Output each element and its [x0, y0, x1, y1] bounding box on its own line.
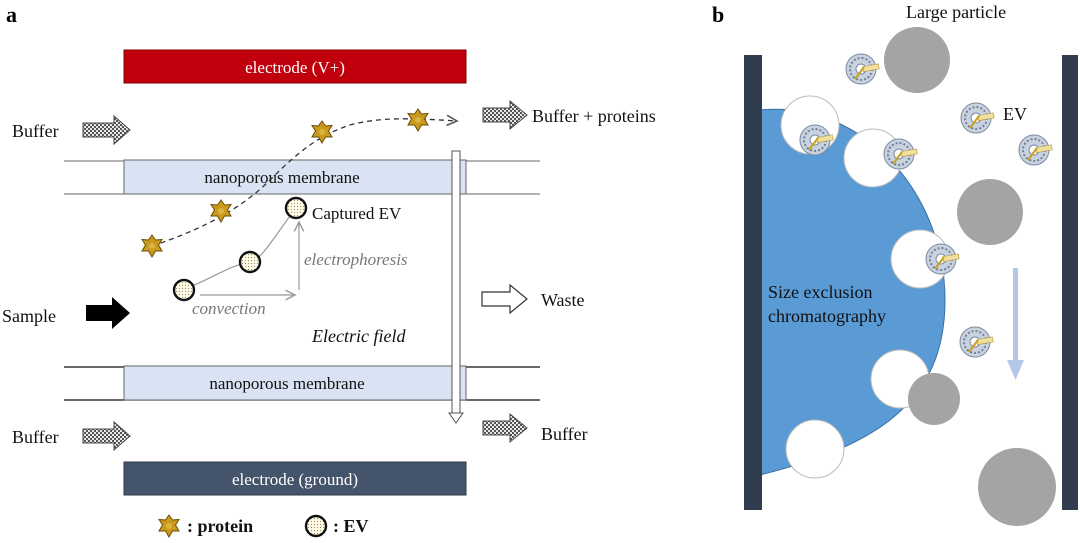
convection-label: convection [192, 299, 266, 318]
column-wall-left [744, 55, 762, 510]
large-particle [908, 373, 960, 425]
buffer-in-bottom-arrow [82, 420, 131, 452]
out-top-arrow [482, 99, 528, 131]
legend-ev-icon [304, 514, 328, 538]
sample-in-label: Sample [2, 306, 56, 326]
large-particle-label: Large particle [906, 2, 1006, 22]
captured-ev-label: Captured EV [312, 204, 402, 223]
captured-ev-marker [284, 196, 308, 220]
electrode-bottom [123, 461, 467, 496]
out-top-label: Buffer + proteins [532, 106, 656, 126]
membrane-top-label: nanoporous membrane [204, 168, 359, 187]
buffer-in-top-label: Buffer [12, 121, 59, 141]
membrane-top [123, 159, 467, 195]
large-particle [884, 27, 950, 93]
electrode-top [123, 49, 467, 84]
buffer-in-bottom-label: Buffer [12, 427, 59, 447]
out-bottom-arrow [482, 412, 528, 444]
sec-label-line2: chromatography [768, 306, 886, 326]
protein-marker [311, 120, 333, 144]
out-middle-label: Waste [541, 290, 585, 310]
ev-marker [172, 278, 196, 302]
sample-in-arrow [86, 297, 130, 329]
out-bottom-label: Buffer [541, 424, 588, 444]
electric-field-label: Electric field [311, 326, 406, 346]
ev-path [183, 207, 297, 290]
ev-icon [1018, 134, 1054, 166]
membrane-bottom-label: nanoporous membrane [209, 374, 364, 393]
electrode-bottom-label: electrode (ground) [232, 470, 358, 489]
protein-marker [141, 234, 163, 258]
electric-field-arrow [448, 150, 464, 424]
buffer-in-top-arrow [82, 114, 131, 146]
flow-direction-arrow [1007, 268, 1024, 380]
ev-icon [845, 53, 881, 85]
protein-path [151, 119, 457, 247]
out-middle-arrow [481, 283, 528, 315]
large-particle [978, 448, 1056, 526]
ev-icon [960, 102, 996, 134]
ev-icon [883, 138, 919, 170]
ev-label: EV [1003, 104, 1027, 124]
ev-icon [925, 243, 961, 275]
electrophoresis-label: electrophoresis [304, 250, 408, 269]
protein-marker [407, 108, 429, 132]
legend-protein-icon [158, 514, 180, 538]
protein-marker [210, 199, 232, 223]
ev-icon [959, 326, 995, 358]
panel-b-letter: b [712, 2, 724, 27]
column-wall-right [1062, 55, 1078, 510]
membrane-bottom [123, 365, 467, 401]
bead-pore [785, 419, 845, 479]
legend-protein-label: : protein [187, 516, 253, 536]
sec-label-line1: Size exclusion [768, 282, 872, 302]
electrode-top-label: electrode (V+) [245, 58, 345, 77]
panel-a-letter: a [6, 2, 17, 27]
large-particle [957, 179, 1023, 245]
ev-marker [238, 250, 262, 274]
legend-ev-label: : EV [333, 516, 369, 536]
